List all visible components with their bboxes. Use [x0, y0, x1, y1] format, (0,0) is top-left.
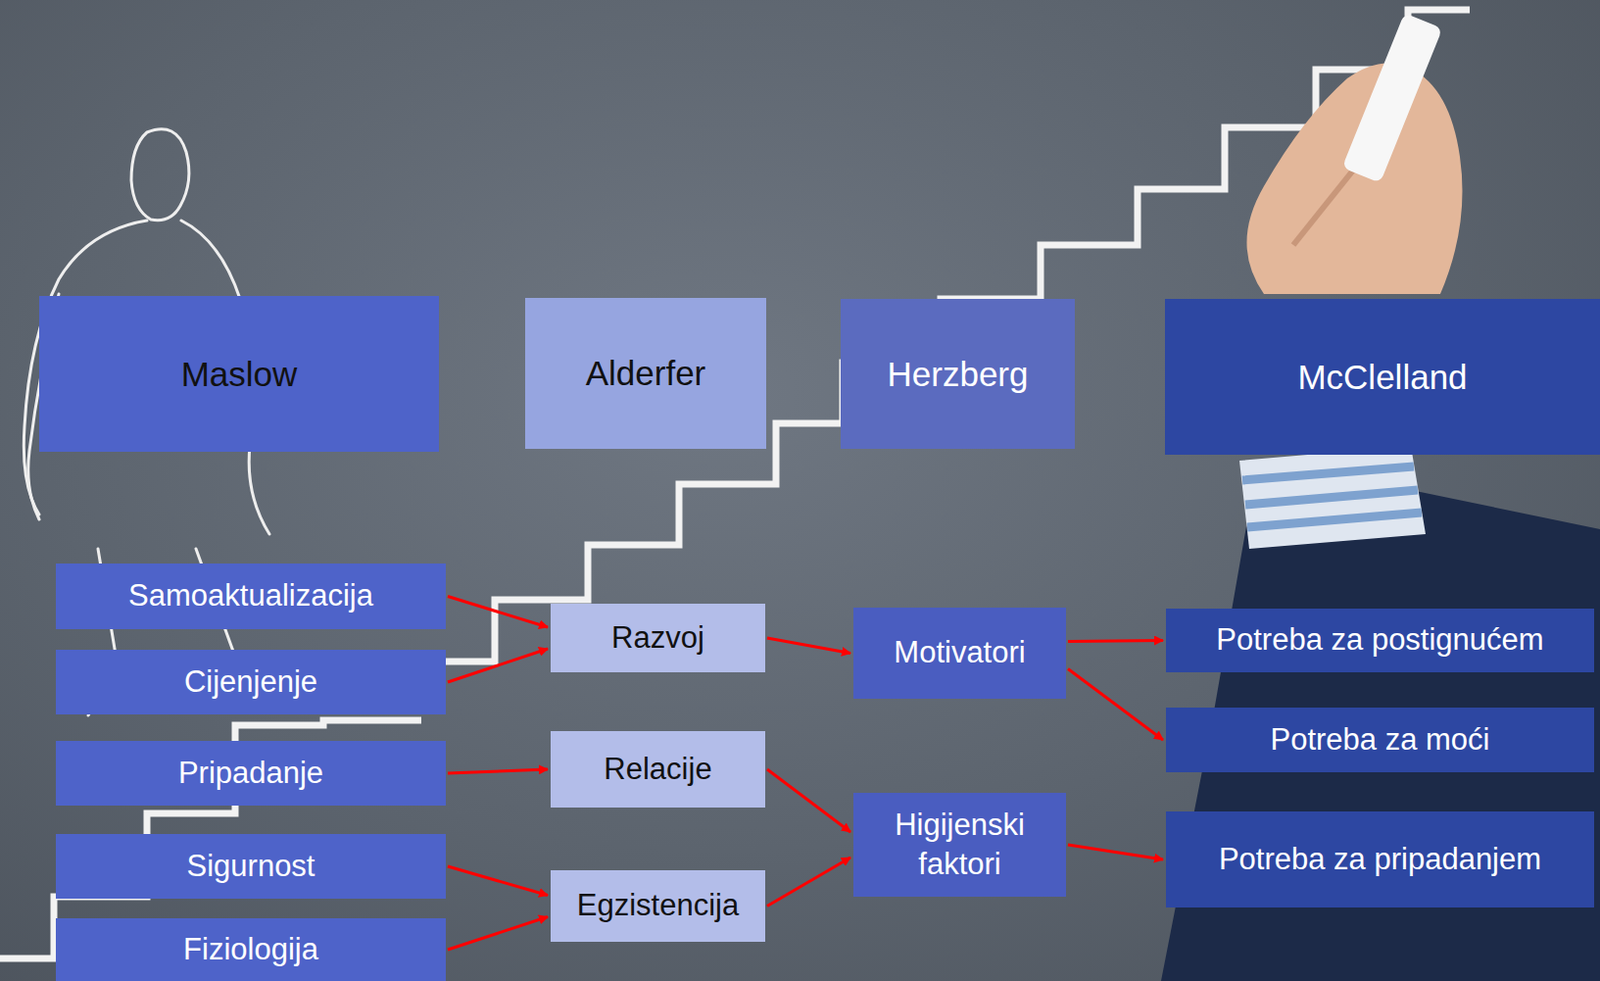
- suit-sleeve: [1161, 489, 1600, 981]
- theory-header: Alderfer: [525, 297, 767, 449]
- box-label: Potreba za pripadanjem: [1218, 839, 1542, 879]
- need-level-box: Cijenjenje: [55, 649, 446, 715]
- shirt-cuff: [1239, 445, 1426, 549]
- arrow-connector: [447, 866, 548, 896]
- box-label: McClelland: [1297, 354, 1467, 400]
- box-label: Razvoj: [611, 618, 705, 658]
- need-box: Potreba za postignućem: [1165, 608, 1595, 673]
- hand: [1247, 62, 1463, 294]
- theory-header: McClelland: [1164, 298, 1600, 455]
- chalk-stick: [1342, 12, 1444, 183]
- box-label: Alderfer: [585, 350, 707, 396]
- arrow-connector: [447, 769, 548, 774]
- box-label: Fiziologija: [183, 929, 319, 970]
- box-label: Potreba za moći: [1270, 720, 1491, 760]
- box-label: Potreba za postignućem: [1215, 620, 1544, 660]
- box-label: Samoaktualizacija: [128, 576, 374, 616]
- box-label: Cijenjenje: [184, 662, 318, 702]
- box-label: Motivatori: [893, 632, 1025, 673]
- arrow-connector: [1067, 640, 1164, 642]
- arrow-connector: [447, 648, 548, 682]
- theory-header: Herzberg: [840, 298, 1075, 449]
- arrow-connector: [447, 917, 548, 951]
- need-level-box: Fiziologija: [55, 918, 446, 981]
- need-level-box: Samoaktualizacija: [55, 563, 446, 630]
- box-label: Maslow: [181, 351, 298, 397]
- box-label: Egzistencija: [577, 885, 739, 925]
- arrow-connector: [447, 596, 548, 629]
- arrow-connector: [767, 857, 851, 907]
- arrow-connector: [767, 637, 851, 654]
- need-level-box: Sigurnost: [55, 833, 446, 899]
- box-label: Relacije: [603, 749, 712, 789]
- arrow-connector: [1067, 844, 1164, 860]
- theory-header: Maslow: [39, 295, 439, 452]
- box-label: Herzberg: [887, 351, 1029, 397]
- box-label: Higijenski faktori: [876, 805, 1044, 885]
- arrow-connector: [767, 769, 851, 832]
- box-label: Sigurnost: [187, 846, 316, 886]
- factor-box: Motivatori: [853, 607, 1067, 699]
- need-group-box: Razvoj: [550, 603, 766, 673]
- need-group-box: Relacije: [550, 730, 766, 808]
- need-box: Potreba za moći: [1165, 707, 1595, 773]
- factor-box: Higijenski faktori: [853, 792, 1067, 897]
- need-level-box: Pripadanje: [55, 740, 446, 806]
- arrow-connector: [1067, 669, 1164, 741]
- need-box: Potreba za pripadanjem: [1165, 811, 1595, 908]
- need-group-box: Egzistencija: [550, 870, 766, 942]
- box-label: Pripadanje: [178, 753, 324, 793]
